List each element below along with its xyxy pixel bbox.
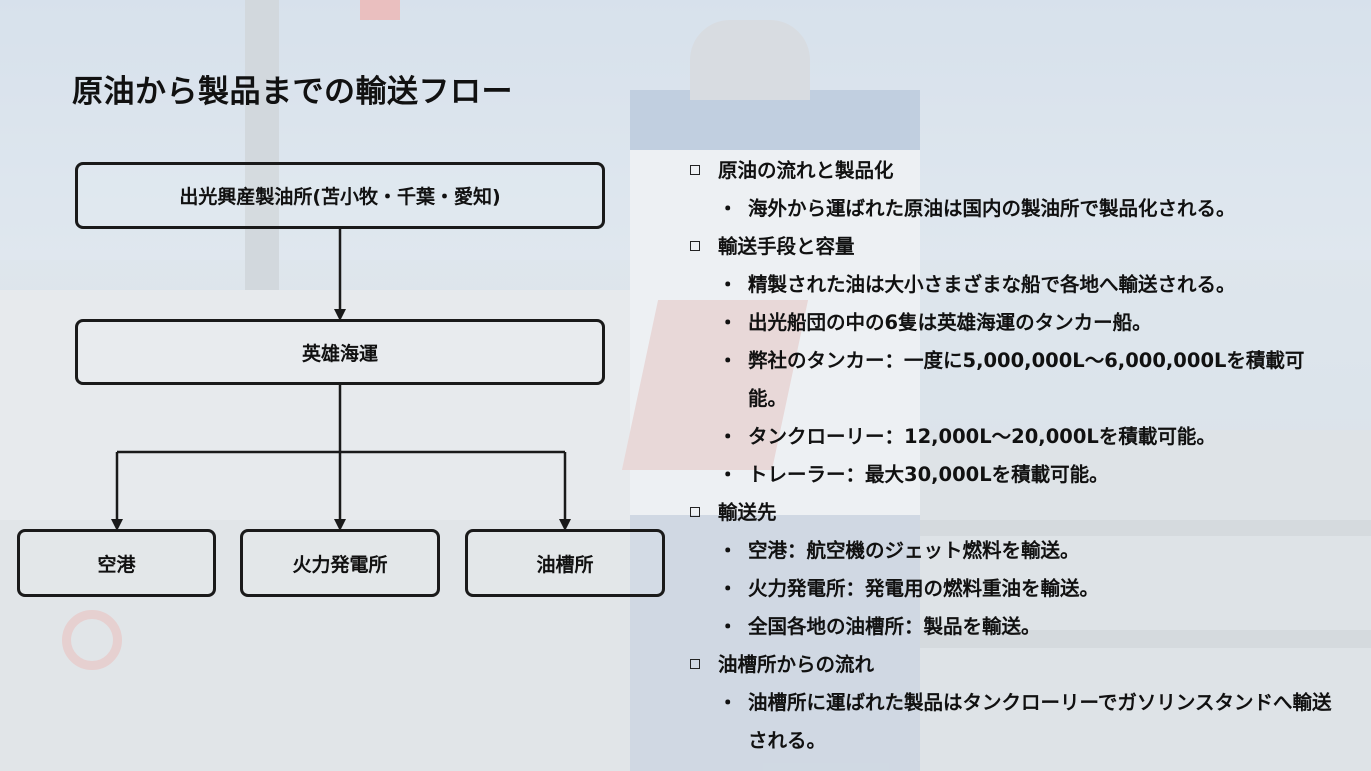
list-item-text: 弊社のタンカー：一度に5,000,000L〜6,000,000Lを積載可能。 [748,349,1305,410]
list-item: ・タンクローリー：12,000L〜20,000Lを積載可能。 [690,418,1340,456]
section-heading: 輸送先 [690,494,1340,532]
square-bullet-icon [690,241,700,251]
list-item: ・火力発電所：発電用の燃料重油を輸送。 [690,570,1340,608]
page-title: 原油から製品までの輸送フロー [72,74,513,110]
square-bullet-icon [690,165,700,175]
power-plant-label: 火力発電所 [292,553,388,576]
dot-bullet-icon: ・ [718,273,738,296]
list-item-text: 精製された油は大小さまざまな船で各地へ輸送される。 [748,273,1236,296]
power-plant-box: 火力発電所 [240,529,440,597]
list-item-text: 全国各地の油槽所：製品を輸送。 [748,615,1041,638]
dot-bullet-icon: ・ [718,539,738,562]
list-item-text: 海外から運ばれた原油は国内の製油所で製品化される。 [748,197,1236,220]
oil-depot-box: 油槽所 [465,529,665,597]
dot-bullet-icon: ・ [718,463,738,486]
section-heading: 油槽所からの流れ [690,646,1340,684]
section-heading-text: 輸送先 [718,501,777,524]
list-item-text: トレーラー：最大30,000Lを積載可能。 [748,463,1109,486]
list-item: ・精製された油は大小さまざまな船で各地へ輸送される。 [690,266,1340,304]
list-item-text: 油槽所に運ばれた製品はタンクローリーでガソリンスタンドへ輸送される。 [748,691,1332,752]
list-item-text: タンクローリー：12,000L〜20,000Lを積載可能。 [748,425,1216,448]
list-item: ・弊社のタンカー：一度に5,000,000L〜6,000,000Lを積載可能。 [690,342,1340,418]
section-heading-text: 油槽所からの流れ [718,653,875,676]
list-item: ・全国各地の油槽所：製品を輸送。 [690,608,1340,646]
list-item: ・トレーラー：最大30,000Lを積載可能。 [690,456,1340,494]
section-heading-text: 輸送手段と容量 [718,235,855,258]
section-heading: 原油の流れと製品化 [690,152,1340,190]
list-item: ・出光船団の中の6隻は英雄海運のタンカー船。 [690,304,1340,342]
section-heading: 輸送手段と容量 [690,228,1340,266]
list-item-text: 空港：航空機のジェット燃料を輸送。 [748,539,1080,562]
carrier-label: 英雄海運 [301,342,378,365]
section-heading-text: 原油の流れと製品化 [718,159,894,182]
refinery-label: 出光興産製油所(苫小牧・千葉・愛知) [179,186,501,208]
refinery-box: 出光興産製油所(苫小牧・千葉・愛知) [75,162,605,229]
list-item-text: 火力発電所：発電用の燃料重油を輸送。 [748,577,1100,600]
dot-bullet-icon: ・ [718,577,738,600]
list-item: ・海外から運ばれた原油は国内の製油所で製品化される。 [690,190,1340,228]
list-item-text: 出光船団の中の6隻は英雄海運のタンカー船。 [748,311,1152,334]
info-list: 原油の流れと製品化・海外から運ばれた原油は国内の製油所で製品化される。輸送手段と… [690,152,1340,760]
dot-bullet-icon: ・ [718,615,738,638]
dot-bullet-icon: ・ [718,311,738,334]
square-bullet-icon [690,659,700,669]
list-item: ・油槽所に運ばれた製品はタンクローリーでガソリンスタンドへ輸送される。 [690,684,1340,760]
dot-bullet-icon: ・ [718,349,738,372]
dot-bullet-icon: ・ [718,425,738,448]
oil-depot-label: 油槽所 [536,553,594,576]
airport-label: 空港 [97,553,136,576]
dot-bullet-icon: ・ [718,691,738,714]
list-item: ・空港：航空機のジェット燃料を輸送。 [690,532,1340,570]
square-bullet-icon [690,507,700,517]
dot-bullet-icon: ・ [718,197,738,220]
